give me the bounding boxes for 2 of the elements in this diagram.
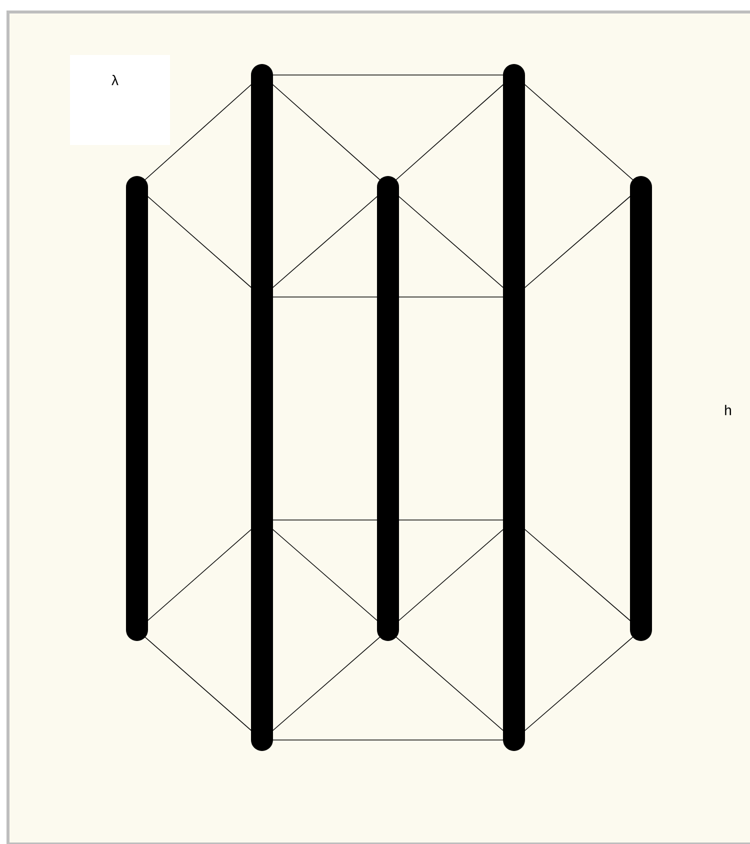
axis-label: h <box>725 404 731 416</box>
axis-label: λ <box>112 74 118 86</box>
